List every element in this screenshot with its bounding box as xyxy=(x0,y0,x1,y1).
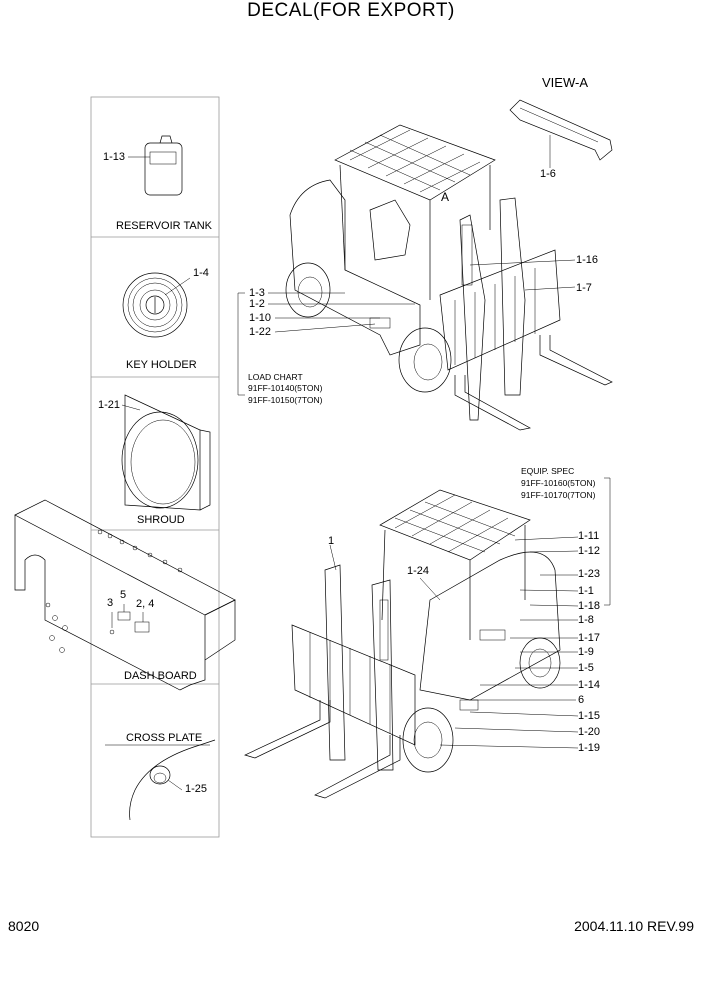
callout-1-20: 1-20 xyxy=(578,726,601,738)
callout-1-17: 1-17 xyxy=(578,632,601,644)
callout-1-2: 1-2 xyxy=(249,298,265,310)
key-holder-label: KEY HOLDER xyxy=(126,359,197,371)
shroud-drawing xyxy=(121,394,211,511)
callout-1-14: 1-14 xyxy=(578,679,601,691)
callout-1-15: 1-15 xyxy=(578,710,601,722)
view-a-label: VIEW-A xyxy=(542,75,588,90)
dash-board-label: DASH BOARD xyxy=(124,670,197,682)
equip-spec-item: 91FF-10170(7TON) xyxy=(521,490,596,500)
callout-1-9: 1-9 xyxy=(578,646,594,658)
cross-plate-label: CROSS PLATE xyxy=(126,732,203,744)
equip-spec-item: 91FF-10160(5TON) xyxy=(521,478,596,488)
callout-1-25: 1-25 xyxy=(185,783,208,795)
callout-1-24: 1-24 xyxy=(407,565,430,577)
forklift-upper-drawing xyxy=(285,124,613,431)
callout-1-10: 1-10 xyxy=(249,312,272,324)
forklift-lower-drawing xyxy=(244,489,561,799)
callout-1-8: 1-8 xyxy=(578,614,594,626)
callout-1-21: 1-21 xyxy=(98,399,121,411)
load-chart-item: 91FF-10140(5TON) xyxy=(248,383,323,393)
callout-1-18: 1-18 xyxy=(578,600,601,612)
callout-1-7: 1-7 xyxy=(576,282,592,294)
leader-lines-upper xyxy=(237,259,576,396)
load-chart-title: LOAD CHART xyxy=(248,372,303,382)
view-a-drawing xyxy=(509,99,613,168)
callout-5: 5 xyxy=(120,589,127,601)
callout-1-4: 1-4 xyxy=(193,267,209,279)
view-a-marker: A xyxy=(441,190,450,204)
callout-1-1: 1-1 xyxy=(578,585,594,597)
callout-1-6: 1-6 xyxy=(540,168,556,180)
callout-1: 1 xyxy=(328,535,335,547)
callout-1-19: 1-19 xyxy=(578,742,601,754)
key-holder-drawing xyxy=(122,272,191,338)
callout-1-11: 1-11 xyxy=(578,530,600,542)
callout-3: 3 xyxy=(107,597,114,609)
callout-1-22: 1-22 xyxy=(249,326,272,338)
callout-2-4: 2, 4 xyxy=(136,598,155,610)
equip-spec-title: EQUIP. SPEC xyxy=(521,466,575,476)
load-chart-item: 91FF-10150(7TON) xyxy=(248,395,323,405)
reservoir-tank-drawing xyxy=(128,135,183,196)
page-title: DECAL(FOR EXPORT) xyxy=(247,0,455,21)
callout-1-16: 1-16 xyxy=(576,254,599,266)
cross-plate-drawing xyxy=(105,739,216,821)
callout-1-3: 1-3 xyxy=(249,287,265,299)
shroud-label: SHROUD xyxy=(137,514,185,526)
reservoir-tank-label: RESERVOIR TANK xyxy=(116,220,212,232)
callout-6: 6 xyxy=(578,694,585,706)
left-panel-frame xyxy=(90,96,220,838)
callout-1-13: 1-13 xyxy=(103,151,126,163)
revision-date: 2004.11.10 REV.99 xyxy=(574,918,694,934)
callout-1-23: 1-23 xyxy=(578,568,601,580)
dash-board-drawing xyxy=(14,499,236,691)
leader-lines-lower xyxy=(329,477,611,749)
callout-1-12: 1-12 xyxy=(578,545,601,557)
page-number: 8020 xyxy=(8,918,40,934)
callout-1-5: 1-5 xyxy=(578,662,594,674)
